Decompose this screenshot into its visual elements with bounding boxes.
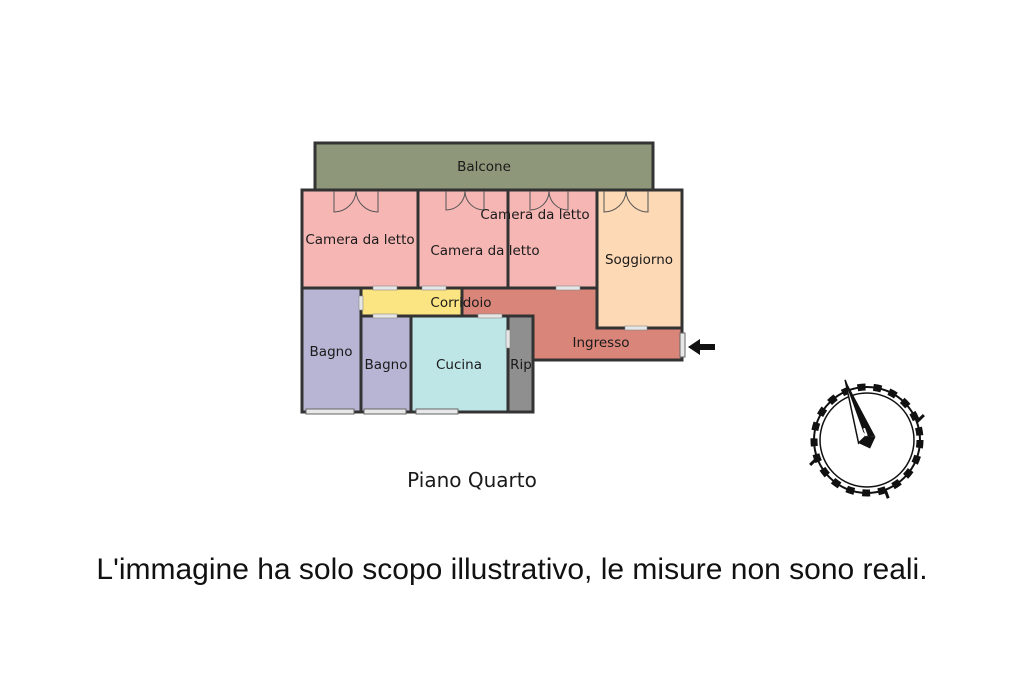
room-camera-1: [300, 188, 420, 290]
entrance-arrow-icon: [688, 339, 715, 355]
room-ripostiglio: [506, 314, 535, 414]
label-balcone: Balcone: [457, 159, 511, 175]
room-bagno-1: [300, 286, 363, 414]
label-camera-2: Camera da letto: [430, 243, 539, 259]
room-camera-2: [416, 188, 510, 290]
label-camera-1: Camera da letto: [305, 232, 414, 248]
label-soggiorno: Soggiorno: [605, 252, 673, 268]
label-ingresso: Ingresso: [573, 335, 630, 351]
label-bagno-1: Bagno: [310, 344, 353, 360]
room-balcone: [313, 141, 655, 192]
compass-north-label: N: [857, 426, 870, 441]
room-cucina: [409, 314, 510, 414]
floor-label: Piano Quarto: [407, 468, 537, 492]
balcony-doors: [333, 190, 649, 213]
compass-icon: N: [809, 379, 925, 499]
label-cucina: Cucina: [436, 357, 482, 373]
label-ripostiglio: Rip: [510, 357, 532, 373]
interior-doors: [358, 285, 648, 349]
label-corridoio: Corridoio: [430, 295, 491, 311]
window-marks: [305, 332, 686, 415]
label-camera-3: Camera da letto: [480, 207, 589, 223]
room-camera-3: [506, 188, 599, 290]
label-bagno-2: Bagno: [365, 357, 408, 373]
disclaimer-text: L'immagine ha solo scopo illustrativo, l…: [96, 553, 928, 586]
